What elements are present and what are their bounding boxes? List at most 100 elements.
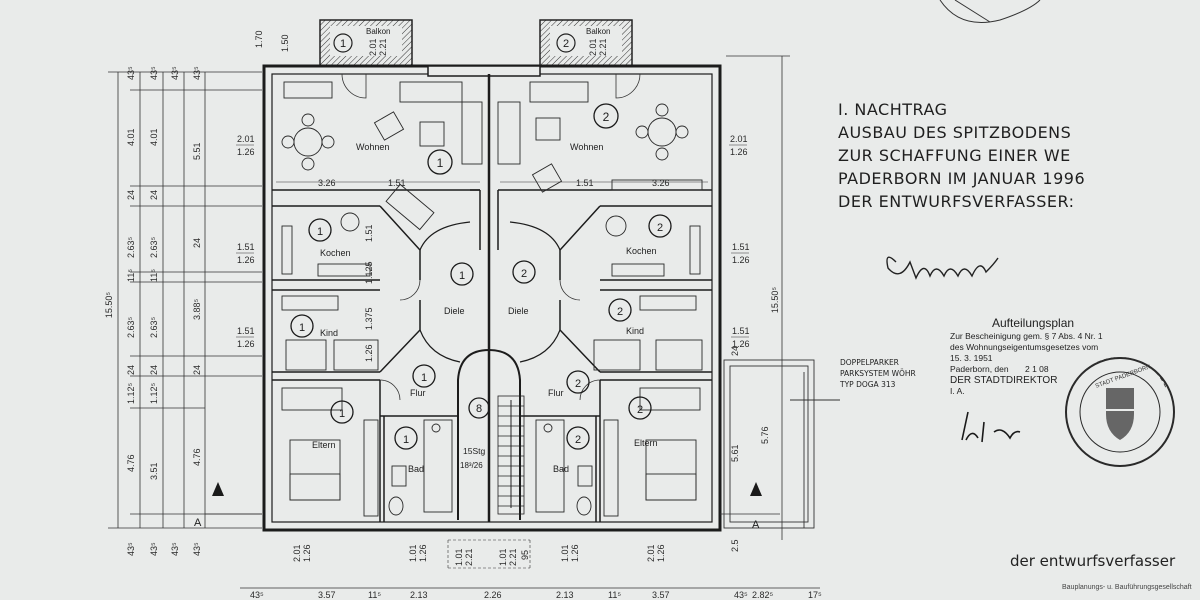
balcony-right-label: Balkon bbox=[586, 27, 610, 36]
svg-text:1.51: 1.51 bbox=[732, 326, 750, 336]
dim-chain-388: 3.88⁵ bbox=[192, 298, 202, 320]
unit-mark-kind-right: 2 bbox=[608, 298, 632, 322]
unit-mark-stair: 8 bbox=[468, 397, 490, 419]
window-frac-l2: 1.511.26 bbox=[236, 242, 255, 265]
balcony-right-mark: 2 bbox=[563, 38, 569, 50]
note-line-4: PADERBORN IM JANUAR 1996 bbox=[838, 169, 1086, 188]
section-label-right: A bbox=[752, 519, 760, 531]
balcony-left-label: Balkon bbox=[366, 27, 390, 36]
official-seal bbox=[1065, 357, 1175, 467]
section-mark-left: A bbox=[194, 482, 262, 529]
aufteil-line-6: I. A. bbox=[950, 386, 965, 396]
inner-dimension-labels: 3.26 1.51 1.51 3.26 1.51 1.125 1.375 1.2… bbox=[276, 178, 708, 362]
aufteil-title: Aufteilungsplan bbox=[992, 316, 1075, 330]
unit-mark-bad-left: 1 bbox=[394, 426, 418, 450]
bot-frac-l-2: 1.26 bbox=[302, 544, 312, 562]
north-arrow-fragment bbox=[939, 0, 1041, 23]
note-line-1: I. NACHTRAG bbox=[838, 100, 948, 119]
room-kind-right: Kind bbox=[626, 326, 644, 336]
svg-text:1.26: 1.26 bbox=[237, 339, 255, 349]
dim-balcony-top: 1.70 bbox=[254, 30, 264, 48]
dim-chain-476-a: 4.76 bbox=[126, 454, 136, 472]
dim-chain-1125-b: 1.12⁵ bbox=[149, 382, 159, 404]
svg-text:2: 2 bbox=[637, 404, 643, 416]
dim-right-total: 15.50⁵ bbox=[770, 287, 780, 314]
dim-chain-551: 5.51 bbox=[192, 142, 202, 160]
unit-mark-eltern-right: 2 bbox=[628, 396, 652, 420]
right-dimension-chain: 15.50⁵ 24 5.76 5.61 2.5 bbox=[726, 55, 790, 552]
dim-right-561: 5.61 bbox=[730, 444, 740, 462]
room-diele-left: Diele bbox=[444, 306, 465, 316]
dim-outer-bot-1: 43⁵ bbox=[126, 542, 136, 556]
dim-outer-top-1: 43⁵ bbox=[126, 66, 136, 80]
room-wohnen-right: Wohnen bbox=[570, 142, 603, 152]
bottom-dimension-chain: 43⁵ 3.57 11⁵ 2.13 2.26 2.13 11⁵ 3.57 43⁵… bbox=[240, 539, 822, 600]
room-bad-left: Bad bbox=[408, 464, 424, 474]
dim-balcony-h: 1.50 bbox=[280, 34, 290, 52]
svg-text:1.26: 1.26 bbox=[732, 339, 750, 349]
unit-mark-flur-left: 1 bbox=[412, 364, 436, 388]
dim-chain-263-d: 2.63⁵ bbox=[149, 316, 159, 338]
svg-text:1: 1 bbox=[299, 322, 305, 334]
bot-frac-r-3: 2.01 bbox=[646, 544, 656, 562]
svg-text:1.26: 1.26 bbox=[237, 147, 255, 157]
aufteil-line-4: Paderborn, den 2 1 08 bbox=[950, 364, 1049, 374]
svg-text:2.01: 2.01 bbox=[237, 134, 255, 144]
window-frac-l3: 1.51 1.26 bbox=[236, 326, 255, 349]
doppelparker-note: DOPPELPARKER PARKSYSTEM WÖHR TYP DOGA 31… bbox=[840, 357, 916, 390]
dim-chain-24-d: 24 bbox=[126, 365, 136, 375]
room-kochen-right: Kochen bbox=[626, 246, 657, 256]
balcony-right-door-a: 2.01 bbox=[588, 38, 598, 56]
bot-frac-l-3: 1.01 bbox=[408, 544, 418, 562]
room-labels: Wohnen Wohnen Kochen Kochen Kind Kind Di… bbox=[312, 142, 658, 474]
room-diele-right: Diele bbox=[508, 306, 529, 316]
dopp-line-2: PARKSYSTEM WÖHR bbox=[840, 369, 916, 378]
svg-text:1.51: 1.51 bbox=[237, 242, 255, 252]
bot-frac-r-1: 1.01 bbox=[560, 544, 570, 562]
room-eltern-left: Eltern bbox=[312, 440, 336, 450]
bot-43-a: 43⁵ bbox=[250, 590, 264, 600]
balcony-right-door-b: 2.21 bbox=[598, 38, 608, 56]
note-line-3: ZUR SCHAFFUNG EINER WE bbox=[838, 146, 1071, 165]
dim-chain-24-f: 24 bbox=[192, 365, 202, 375]
official-signature bbox=[961, 411, 1021, 443]
room-eltern-right: Eltern bbox=[634, 438, 658, 448]
bot-frac-c-5: 95 bbox=[520, 550, 530, 560]
doppelparker-outline bbox=[723, 359, 840, 529]
dim-chain-263-a: 2.63⁵ bbox=[126, 236, 136, 258]
dim-right-24: 24 bbox=[730, 346, 740, 356]
bot-115-a: 11⁵ bbox=[368, 590, 381, 600]
dim-chain-351: 3.51 bbox=[149, 462, 159, 480]
svg-text:2.01: 2.01 bbox=[730, 134, 748, 144]
dim-outer-top-2: 43⁵ bbox=[149, 66, 159, 80]
balcony-right: 2 Balkon 2.01 2.21 bbox=[539, 19, 633, 67]
balcony-left-mark: 1 bbox=[340, 38, 346, 50]
dim-wohnen-w-left: 3.26 bbox=[318, 178, 336, 188]
balcony-left-door-a: 2.01 bbox=[368, 38, 378, 56]
note-line-2: AUSBAU DES SPITZBODENS bbox=[838, 123, 1072, 142]
svg-text:1.51: 1.51 bbox=[237, 326, 255, 336]
bot-frac-l-1: 2.01 bbox=[292, 544, 302, 562]
dim-chain-476-b: 4.76 bbox=[192, 448, 202, 466]
dim-right-576: 5.76 bbox=[760, 426, 770, 444]
svg-text:2: 2 bbox=[603, 110, 610, 124]
room-bad-right: Bad bbox=[553, 464, 569, 474]
revision-notes: I. NACHTRAG AUSBAU DES SPITZBODENS ZUR S… bbox=[838, 98, 1138, 213]
unit-mark-flur-right: 2 bbox=[566, 370, 590, 394]
unit-mark-bad-right: 2 bbox=[566, 426, 590, 450]
bot-frac-c-4: 2.21 bbox=[508, 548, 518, 566]
window-frac-r2: 1.511.26 bbox=[731, 242, 750, 265]
dim-chain-24-a: 24 bbox=[126, 190, 136, 200]
dim-chain-401-a: 4.01 bbox=[126, 128, 136, 146]
room-kind-left: Kind bbox=[320, 328, 338, 338]
furniture-left bbox=[281, 81, 483, 517]
dim-chain-24-e: 24 bbox=[149, 365, 159, 375]
section-label-left: A bbox=[194, 517, 202, 529]
dopp-line-1: DOPPELPARKER bbox=[840, 358, 899, 367]
bot-43-b: 43⁵ bbox=[734, 590, 748, 600]
dim-chain-1125-a: 1.12⁵ bbox=[126, 382, 136, 404]
svg-text:1: 1 bbox=[437, 156, 444, 170]
room-flur-right: Flur bbox=[548, 388, 564, 398]
dim-kind-vert: 1.375 bbox=[364, 307, 374, 330]
